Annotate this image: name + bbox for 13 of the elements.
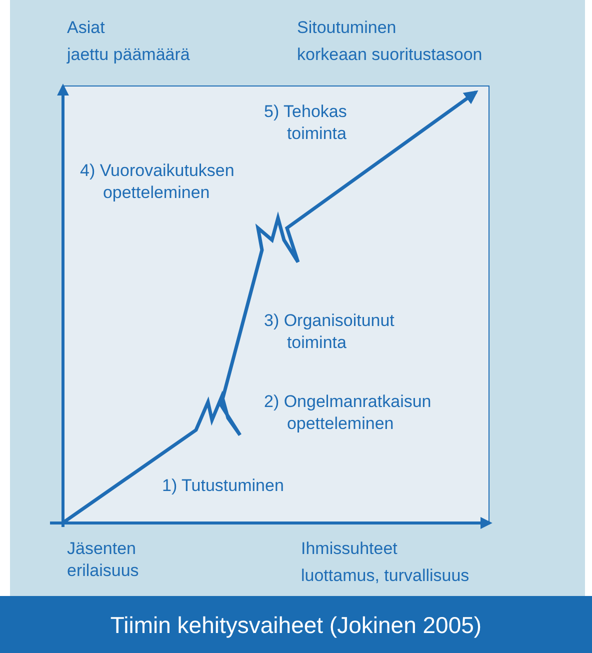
axis-label: Ihmissuhteet [301,538,398,560]
title: Tiimin kehitysvaiheet (Jokinen 2005) [109,612,483,639]
axis-label: Jäsenten erilaisuus [67,538,140,582]
stage-label: 3) Organisoitunut toiminta [264,310,396,354]
axis-label: Sitoutuminen [297,17,396,39]
stage-label: 1) Tutustuminen [162,475,284,497]
axis-label: korkeaan suoritustasoon [297,44,482,66]
stage-label: 5) Tehokas toiminta [264,101,348,145]
axis-label: Asiat [67,17,105,39]
stage-label: 4) Vuorovaikutuksen opetteleminen [80,160,236,204]
stage-label: 2) Ongelmanratkaisun opetteleminen [264,391,432,435]
axis-label: luottamus, turvallisuus [301,565,470,587]
axis-label: jaettu päämäärä [67,44,190,66]
